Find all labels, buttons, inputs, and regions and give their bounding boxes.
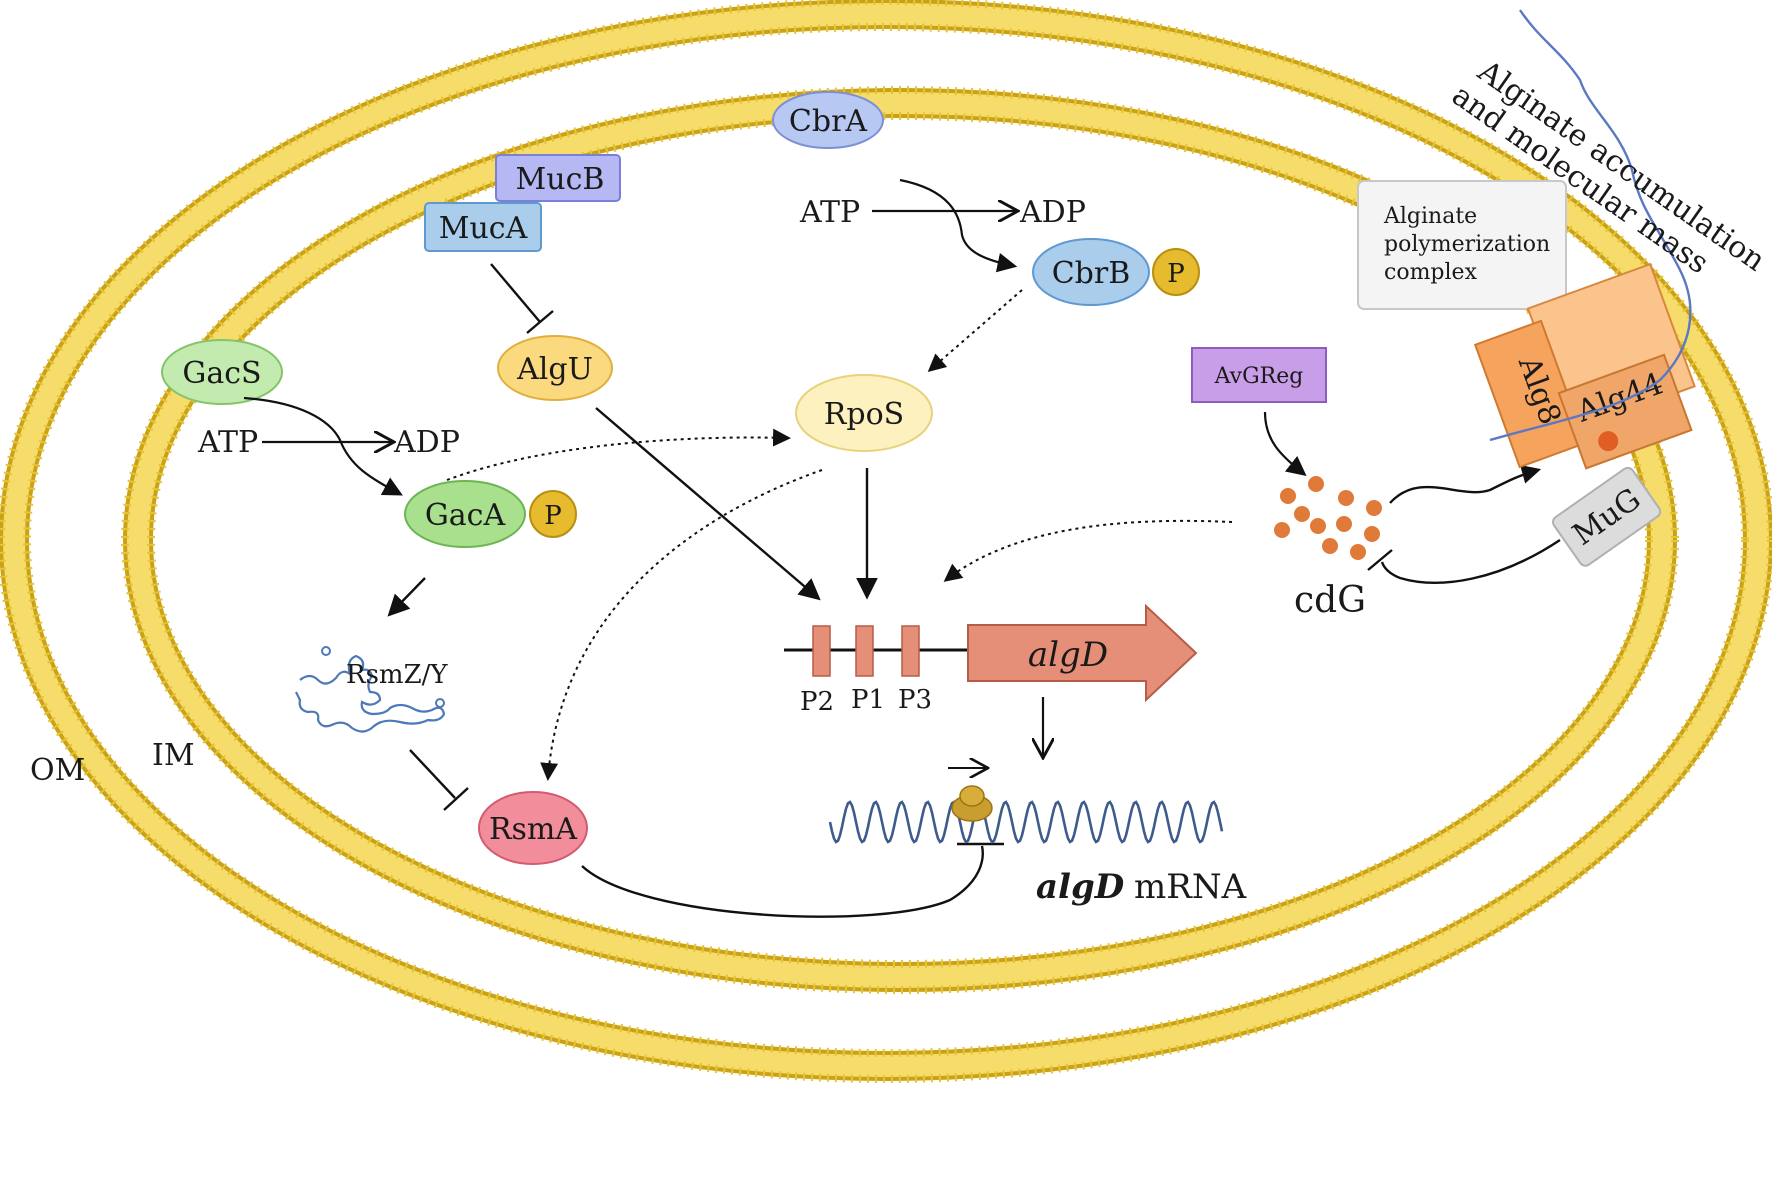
alg44-protein <box>1557 353 1693 470</box>
inhibition-bar <box>1367 549 1393 571</box>
promoter-p2 <box>812 625 831 677</box>
svg-text:MucB: MucB <box>516 162 605 197</box>
algu-to-promoter-arrow <box>595 407 821 601</box>
svg-text:P: P <box>544 501 562 531</box>
avgreg-protein: AvGReg <box>1191 347 1327 403</box>
alg-complex: Alg8 Alg44 <box>1473 262 1696 470</box>
gaca-protein: GacA <box>404 480 526 548</box>
promoter-p1 <box>855 625 874 677</box>
mrna-word-label: mRNA <box>1134 867 1247 907</box>
cdg-label: cdG <box>1294 580 1366 621</box>
gaca-to-rsmzy-arrow <box>387 577 426 617</box>
cdg-molecules <box>1274 476 1382 560</box>
cdg-to-promoter-dotted <box>943 519 1233 582</box>
gacs-protein: GacS <box>161 339 283 405</box>
alg8-protein <box>1473 319 1587 469</box>
cbra-to-cbrb-arrow <box>899 178 1018 273</box>
algd-gene-arrow <box>967 603 1198 703</box>
outer-membrane <box>0 0 1772 1083</box>
gac-adp-label: ADP <box>393 425 460 460</box>
muca-protein: MucA <box>424 202 542 252</box>
alg44-cdg-site <box>1598 431 1619 452</box>
algd-gene-label: algD <box>1028 635 1108 675</box>
promoter-label-p1: P1 <box>851 685 885 715</box>
inner-membrane <box>121 86 1679 994</box>
algd-mrna: algD mRNA <box>828 768 1247 907</box>
avgreg-to-cdg-arrow <box>1263 411 1307 477</box>
svg-text:MucA: MucA <box>439 211 528 246</box>
gaca-to-rpos-dotted <box>446 428 791 481</box>
svg-text:polymerization: polymerization <box>1384 232 1550 257</box>
alginate-polymerization-complex-box: Alginate polymerization complex <box>1357 180 1567 310</box>
gac-atp-label: ATP <box>197 425 258 460</box>
cdg-to-alg44-arrow <box>1389 465 1542 504</box>
promoter-label-p3: P3 <box>898 685 932 715</box>
mug-protein: MuG <box>1551 466 1662 567</box>
promoter-label-p2: P2 <box>800 687 834 717</box>
cbr-adp-label: ADP <box>1019 195 1086 230</box>
algd-gene: algD P2 P1 P3 <box>784 603 1198 717</box>
mug-inhibits-cdg <box>1380 539 1561 584</box>
outer-membrane-label: OM <box>30 753 85 788</box>
svg-text:AvGReg: AvGReg <box>1214 364 1304 389</box>
svg-text:Alginate: Alginate <box>1383 204 1477 229</box>
rsma-protein: RsmA <box>478 791 588 865</box>
cbrb-protein: CbrB <box>1032 238 1150 306</box>
svg-text:RpoS: RpoS <box>824 397 904 432</box>
inhibition-bar <box>443 787 469 811</box>
svg-text:AlgU: AlgU <box>516 352 593 387</box>
rpos-protein: RpoS <box>795 374 933 452</box>
svg-text:RsmA: RsmA <box>489 812 577 847</box>
cbrb-to-rpos-dotted <box>927 289 1023 372</box>
svg-text:GacA: GacA <box>425 498 506 533</box>
svg-text:GacS: GacS <box>182 356 261 391</box>
promoter-p3 <box>901 625 920 677</box>
svg-text:CbrA: CbrA <box>789 104 867 139</box>
rsmzy-label: RsmZ/Y <box>346 660 448 690</box>
svg-text:CbrB: CbrB <box>1052 256 1131 291</box>
muca-inhibits-algu <box>490 263 541 323</box>
rsma-inhibits-translation <box>581 845 984 918</box>
inhibition-bar <box>526 310 554 334</box>
mrna-gene-label: algD <box>1036 867 1125 907</box>
cbra-protein: CbrA <box>772 91 884 149</box>
rpos-to-rsma-dotted <box>540 469 823 781</box>
algu-protein: AlgU <box>497 335 613 401</box>
gacs-to-gaca-arrow <box>243 396 403 496</box>
cbrb-phosphate: P <box>1152 248 1200 296</box>
svg-text:P: P <box>1167 259 1185 289</box>
alginate-polymer-strand <box>1489 9 1692 442</box>
gaca-phosphate: P <box>529 490 577 538</box>
rsmzy-inhibits-rsma <box>409 749 456 799</box>
inner-membrane-label: IM <box>152 738 195 773</box>
mucb-protein: MucB <box>495 154 621 202</box>
svg-text:complex: complex <box>1384 260 1478 285</box>
rsmzy-rna: RsmZ/Y <box>295 646 448 733</box>
ribosome-small-subunit <box>959 785 985 807</box>
cbr-atp-label: ATP <box>799 195 860 230</box>
